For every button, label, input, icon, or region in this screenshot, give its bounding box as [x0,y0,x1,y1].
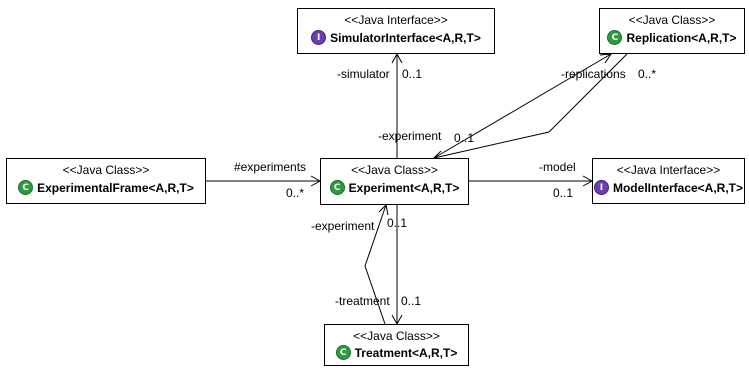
multiplicity-experiments: 0..* [286,186,305,200]
arrowhead-experiment-from-treatment [378,203,389,216]
class-icon: C [329,180,345,195]
role-replications: -replications [561,67,626,81]
role-simulator: -simulator [337,67,390,81]
replication-stereotype: <<Java Class>> [628,13,716,27]
experiment-name: Experiment<A,R,T> [348,180,460,195]
role-experiments: #experiments [234,160,307,174]
interface-icon: I [593,180,609,195]
experiment-class[interactable]: <<Java Class>> C Experiment<A,R,T> [320,158,469,205]
multiplicity-simulator: 0..1 [402,67,423,81]
treatment-stereotype: <<Java Class>> [353,329,440,343]
experimental-frame-class[interactable]: <<Java Class>> C ExperimentalFrame<A,R,T… [6,158,206,204]
model-interface-class[interactable]: <<Java Interface>> I ModelInterface<A,R,… [592,158,745,204]
class-icon: C [607,30,623,45]
class-icon: C [18,180,34,195]
arrowhead-replications [599,53,612,64]
replication-name: Replication<A,R,T> [626,30,737,45]
treatment-name: Treatment<A,R,T> [354,345,458,360]
simulator-interface-class[interactable]: <<Java Interface>> I SimulatorInterface<… [297,8,495,54]
simulator-interface-name: SimulatorInterface<A,R,T> [330,30,481,45]
association-replications-line [433,53,612,159]
treatment-class[interactable]: <<Java Class>> C Treatment<A,R,T> [324,324,469,366]
arrowhead-simulator [391,52,403,64]
simulator-interface-stereotype: <<Java Interface>> [344,13,448,27]
experimental-frame-name: ExperimentalFrame<A,R,T> [37,180,194,195]
role-experiment-replication: -experiment [378,129,442,143]
model-interface-name: ModelInterface<A,R,T> [612,180,744,195]
experiment-stereotype: <<Java Class>> [351,163,438,177]
multiplicity-experiment-treatment: 0..1 [387,216,408,230]
experimental-frame-stereotype: <<Java Class>> [62,163,150,177]
multiplicity-replications: 0..* [638,67,657,81]
replication-class[interactable]: <<Java Class>> C Replication<A,R,T> [599,8,745,54]
association-experiment-back-line [433,53,628,159]
role-treatment: -treatment [335,294,390,308]
interface-icon: I [311,30,327,45]
role-model: -model [539,160,576,174]
class-icon: C [335,345,351,360]
multiplicity-experiment-replication: 0..1 [454,131,475,145]
association-experiment-from-treatment-line [364,204,387,325]
multiplicity-model: 0..1 [553,186,574,200]
role-experiment-treatment: -experiment [311,219,375,233]
model-interface-stereotype: <<Java Interface>> [616,163,721,177]
multiplicity-treatment: 0..1 [401,294,422,308]
